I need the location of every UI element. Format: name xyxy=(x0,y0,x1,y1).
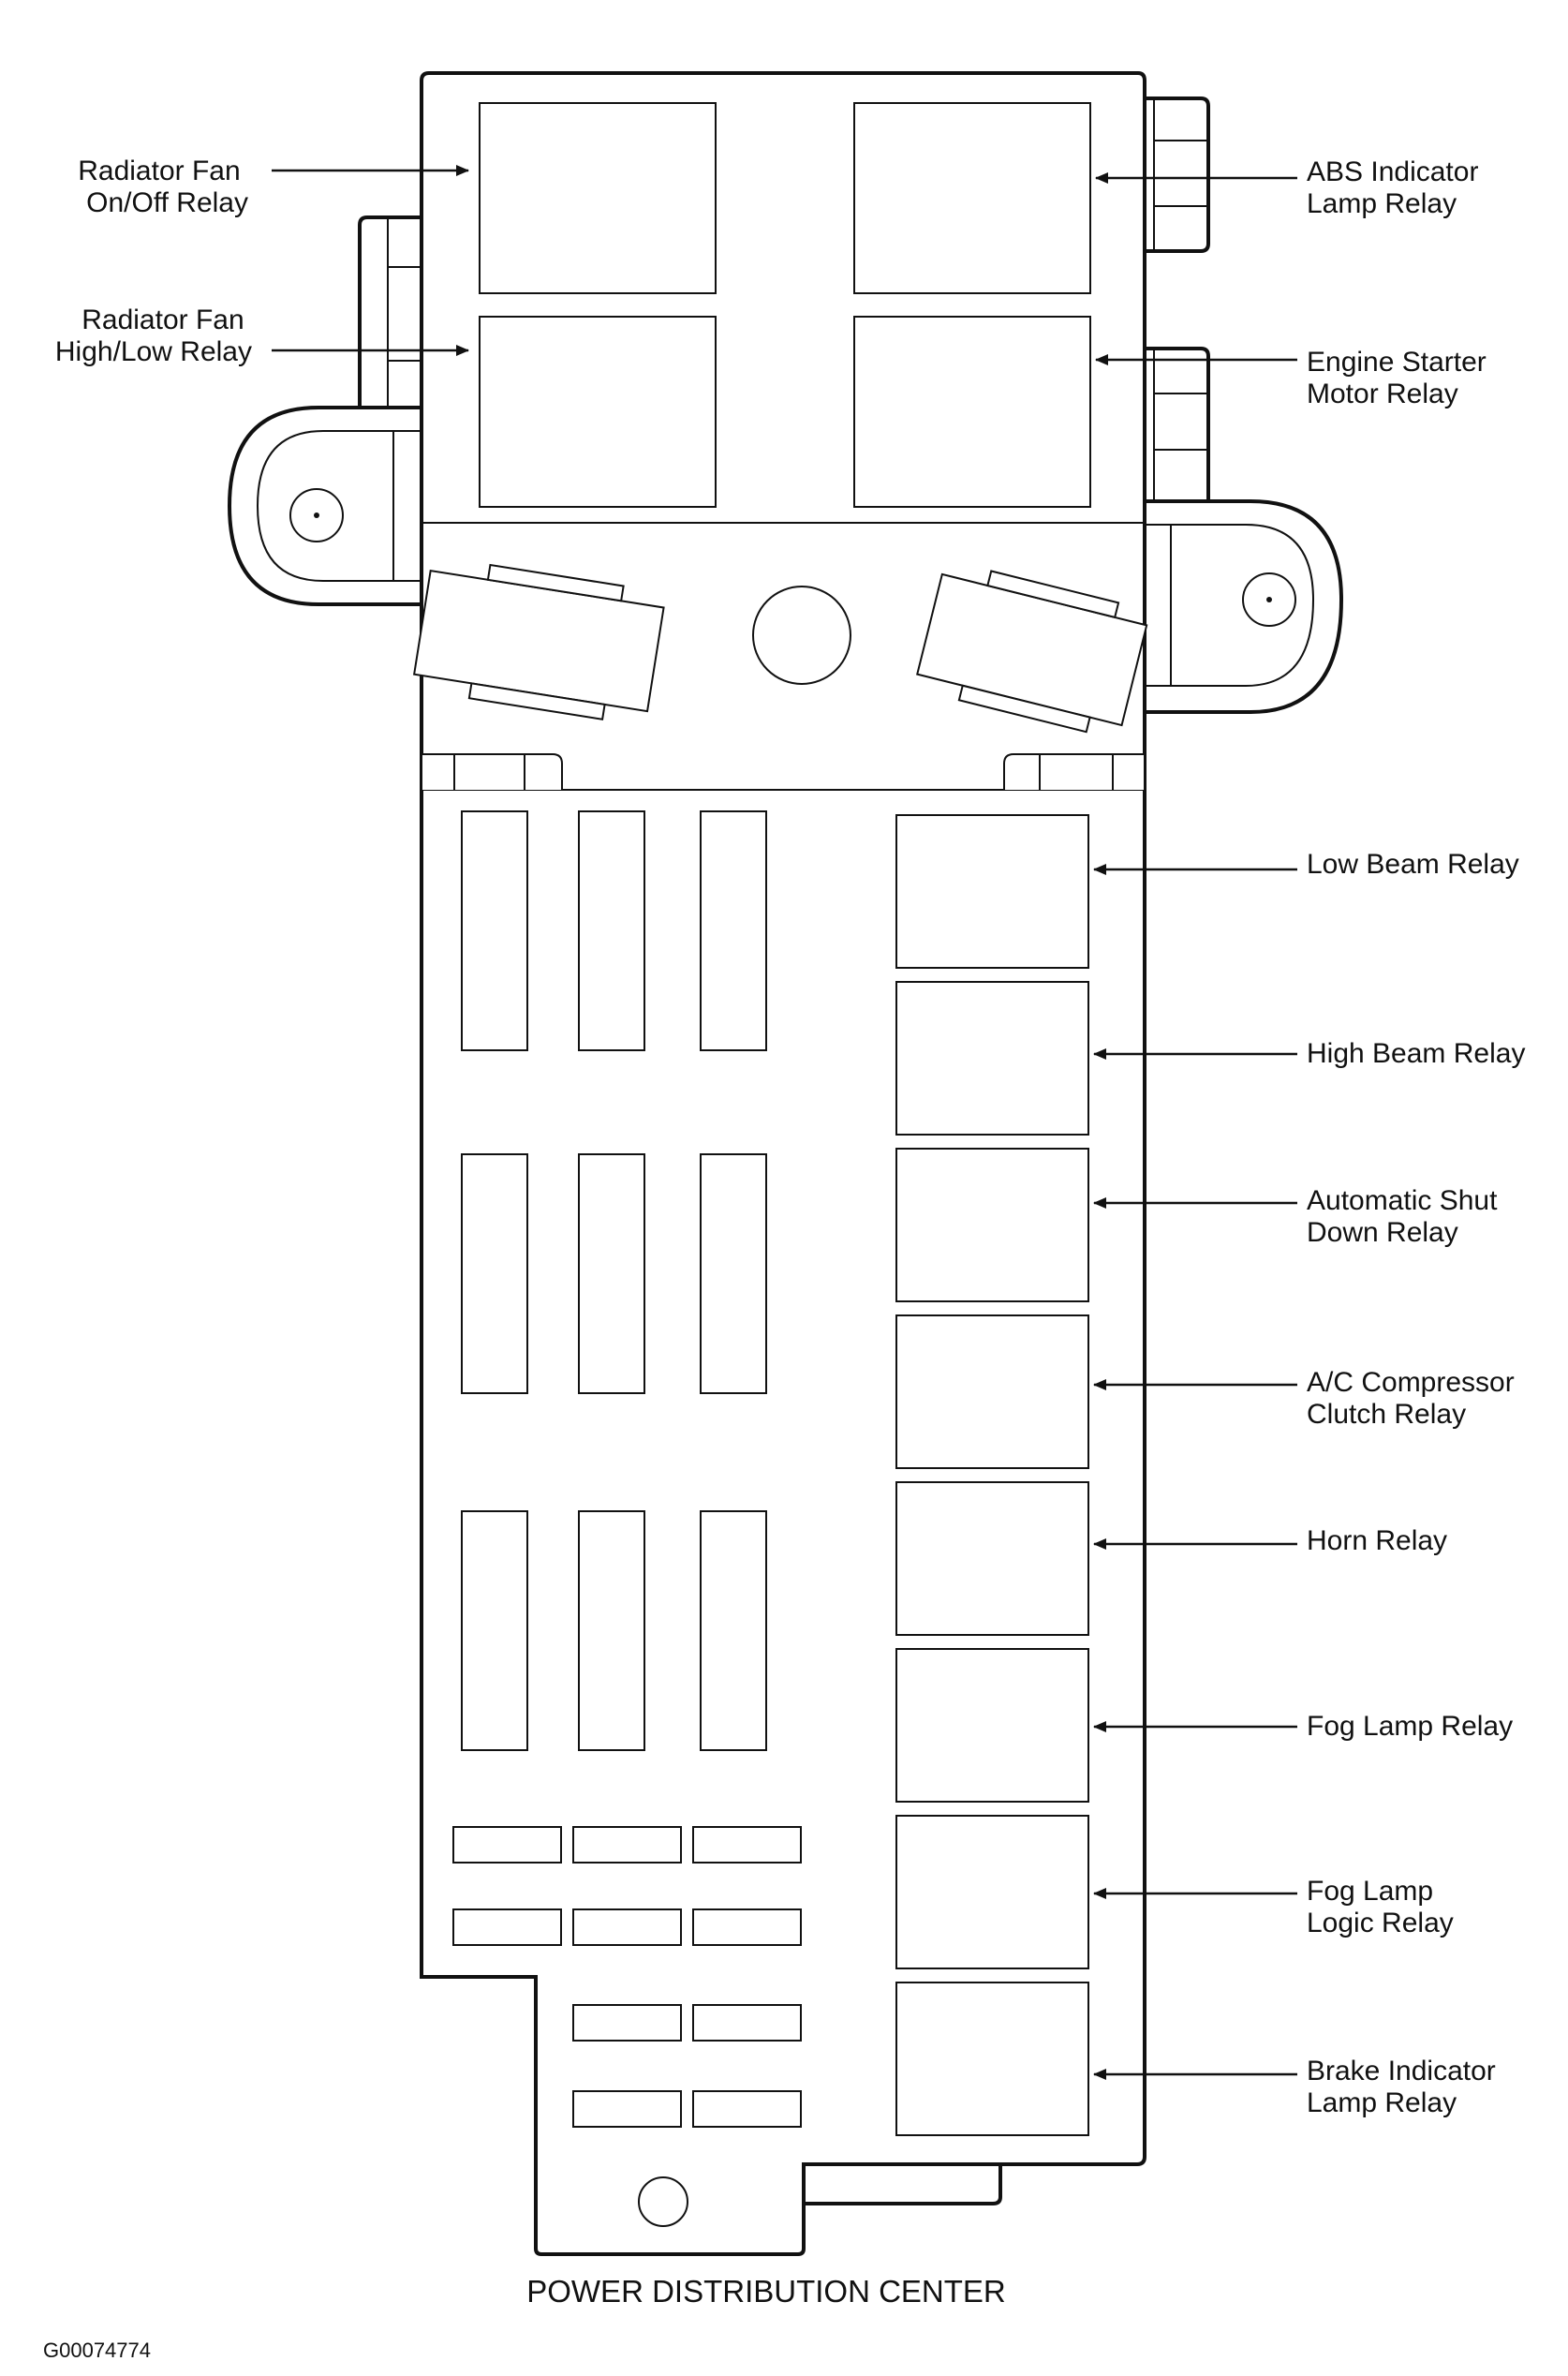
mini-fuse xyxy=(692,1908,802,1946)
relay-engine-starter-motor xyxy=(853,316,1091,508)
mini-fuse xyxy=(452,1908,562,1946)
maxi-fuse xyxy=(700,1153,767,1394)
relay-brake-indicator-lamp xyxy=(895,1982,1089,2136)
relay-fog-lamp-logic xyxy=(895,1815,1089,1969)
label-horn: Horn Relay xyxy=(1307,1525,1447,1556)
leader-lines xyxy=(272,165,1297,2080)
mini-fuse xyxy=(692,2004,802,2042)
lower-relay-column xyxy=(895,814,1089,2136)
relay-high-beam xyxy=(895,981,1089,1136)
label-fog-lamp-logic: Fog Lamp Logic Relay xyxy=(1307,1876,1454,1938)
maxi-fuse xyxy=(461,1153,528,1394)
label-abs-indicator-lamp: ABS Indicator Lamp Relay xyxy=(1307,156,1487,219)
label-automatic-shut-down: Automatic Shut Down Relay xyxy=(1307,1185,1505,1248)
maxi-fuse xyxy=(578,1510,645,1751)
right-connector-clip xyxy=(916,570,1148,734)
maxi-fuse xyxy=(578,1153,645,1394)
mini-fuse xyxy=(572,1826,682,1864)
upper-left-tab xyxy=(358,215,423,414)
maxi-fuse xyxy=(700,810,767,1051)
mini-fuse xyxy=(572,2090,682,2128)
left-connector-clip xyxy=(413,563,665,720)
label-fog-lamp: Fog Lamp Relay xyxy=(1307,1711,1513,1742)
label-engine-starter-motor: Engine Starter Motor Relay xyxy=(1307,347,1494,409)
label-brake-indicator-lamp: Brake Indicator Lamp Relay xyxy=(1307,2056,1503,2118)
mini-fuse-bank xyxy=(452,1826,802,2128)
mini-fuse xyxy=(572,2004,682,2042)
mini-fuse xyxy=(572,1908,682,1946)
left-callouts: Radiator Fan On/Off Relay Radiator Fan H… xyxy=(55,156,252,367)
housing-tabs xyxy=(227,97,1344,2205)
relay-fog-lamp xyxy=(895,1648,1089,1803)
figure-code: G00074774 xyxy=(43,2339,151,2362)
mini-fuse xyxy=(692,1826,802,1864)
label-radiator-fan-high-low: Radiator Fan High/Low Relay xyxy=(55,304,252,367)
relay-radiator-fan-high-low xyxy=(479,316,717,508)
maxi-fuse xyxy=(700,1510,767,1751)
relay-low-beam xyxy=(895,814,1089,969)
label-ac-compressor-clutch: A/C Compressor Clutch Relay xyxy=(1307,1367,1522,1430)
bottom-mounting-hole xyxy=(638,2176,688,2227)
bottom-tab xyxy=(796,2153,1002,2205)
right-callouts: ABS Indicator Lamp Relay Engine Starter … xyxy=(1307,156,1525,2118)
label-high-beam: High Beam Relay xyxy=(1307,1038,1525,1069)
mini-fuse xyxy=(692,2090,802,2128)
relay-ac-compressor-clutch xyxy=(895,1314,1089,1469)
maxi-fuse xyxy=(461,1510,528,1751)
upper-right-tab xyxy=(1143,97,1210,253)
mini-fuse xyxy=(452,1826,562,1864)
center-stud xyxy=(752,586,851,685)
middle-right-tab xyxy=(1143,347,1210,503)
relay-radiator-fan-on-off xyxy=(479,102,717,294)
label-radiator-fan-on-off: Radiator Fan On/Off Relay xyxy=(78,156,248,218)
maxi-fuse xyxy=(578,810,645,1051)
housing xyxy=(413,71,1148,2256)
diagram-caption: POWER DISTRIBUTION CENTER xyxy=(526,2274,1006,2309)
relay-automatic-shut-down xyxy=(895,1148,1089,1302)
maxi-fuse-bank xyxy=(461,810,767,1751)
maxi-fuse xyxy=(461,810,528,1051)
label-low-beam: Low Beam Relay xyxy=(1307,849,1519,880)
relay-abs-indicator-lamp xyxy=(853,102,1091,294)
relay-horn xyxy=(895,1481,1089,1636)
